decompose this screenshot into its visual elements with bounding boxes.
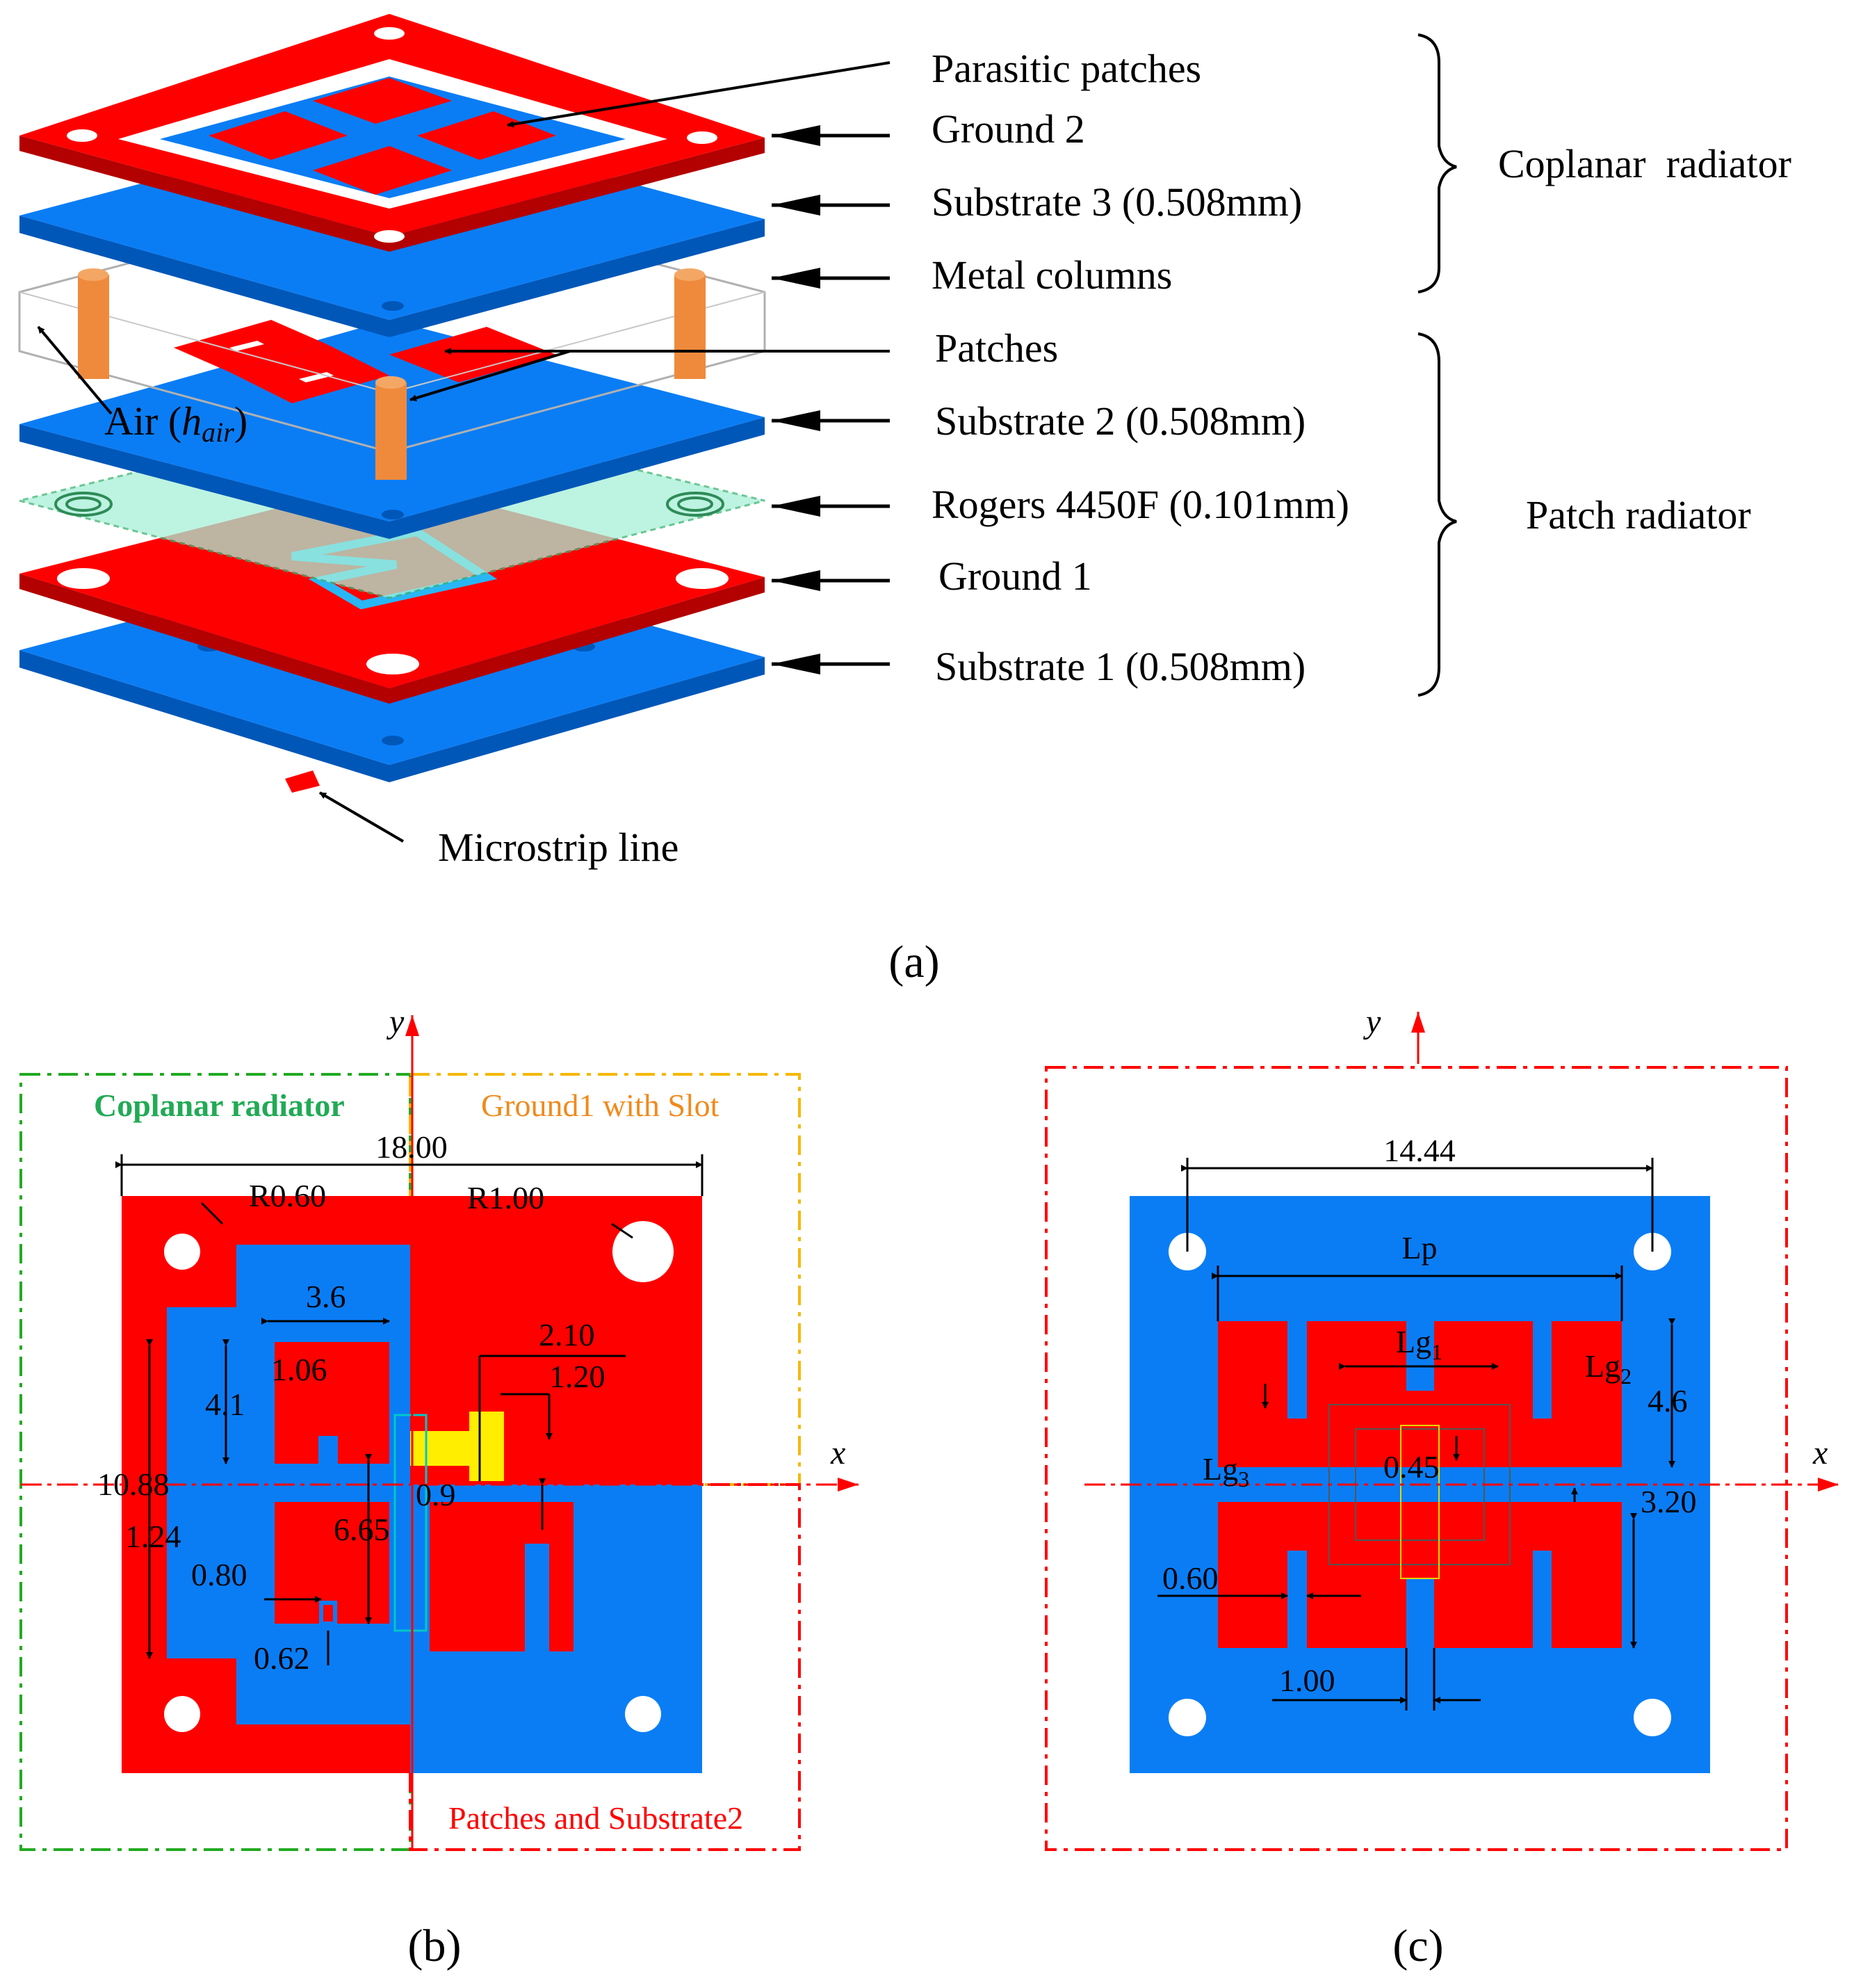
label-metal-columns: Metal columns bbox=[932, 252, 1172, 298]
label-air: Air (hair) bbox=[104, 398, 247, 448]
patch-brace bbox=[1417, 332, 1457, 697]
panel-b-layout: y x 18.00 R0.60 R1.00 3.6 1.06 4.1 10.8 bbox=[19, 1003, 859, 1971]
axis-x-label-b: x bbox=[830, 1435, 845, 1471]
dim-2-10: 2.10 bbox=[539, 1317, 595, 1352]
region-label-patches: Patches and Substrate2 bbox=[448, 1800, 743, 1836]
frame-c bbox=[1045, 1066, 1788, 1851]
microstrip-line bbox=[285, 770, 320, 793]
dim-lg2: Lg2 bbox=[1585, 1348, 1632, 1389]
dim-0-80: 0.80 bbox=[191, 1557, 247, 1592]
axis-x-label-c: x bbox=[1812, 1435, 1828, 1471]
metal-columns bbox=[78, 268, 706, 480]
group-coplanar-radiator: Coplanar radiator bbox=[1498, 141, 1791, 186]
dim-4-6: 4.6 bbox=[1648, 1383, 1688, 1419]
dim-1-00-c: 1.00 bbox=[1279, 1663, 1335, 1698]
ground-2-layer bbox=[19, 14, 765, 252]
panel-a-exploded-view: Parasitic patches Ground 2 Substrate 3 (… bbox=[18, 14, 1791, 987]
label-substrate-1: Substrate 1 (0.508mm) bbox=[935, 644, 1306, 689]
patch-lower bbox=[1218, 1502, 1622, 1648]
axis-y-label-b: y bbox=[386, 1003, 405, 1040]
frame-coplanar bbox=[19, 1073, 412, 1851]
dim-3-20: 3.20 bbox=[1641, 1484, 1697, 1519]
dim-lp: Lp bbox=[1401, 1230, 1437, 1266]
dim-0-62: 0.62 bbox=[254, 1640, 310, 1676]
caption-c: (c) bbox=[1392, 1921, 1443, 1971]
label-substrate-3: Substrate 3 (0.508mm) bbox=[932, 179, 1302, 225]
label-microstrip-line: Microstrip line bbox=[438, 825, 678, 870]
dim-18: 18.00 bbox=[375, 1129, 448, 1165]
caption-a: (a) bbox=[888, 937, 939, 987]
dim-6-65: 6.65 bbox=[334, 1512, 390, 1547]
axis-y-label-c: y bbox=[1363, 1003, 1381, 1040]
panel-c-dimensions bbox=[1157, 1158, 1675, 1711]
patches-layer bbox=[174, 320, 556, 403]
coplanar-brace bbox=[1417, 33, 1457, 293]
patch-upper bbox=[1218, 1321, 1622, 1467]
dim-0-60-c: 0.60 bbox=[1162, 1560, 1219, 1596]
group-patch-radiator: Patch radiator bbox=[1526, 492, 1751, 538]
dim-lg1: Lg1 bbox=[1396, 1324, 1442, 1364]
dim-lg3: Lg3 bbox=[1203, 1451, 1249, 1492]
dim-1-20: 1.20 bbox=[549, 1359, 605, 1394]
dim-1-06: 1.06 bbox=[271, 1352, 327, 1387]
dim-14-44: 14.44 bbox=[1383, 1133, 1456, 1168]
parasitic-patches bbox=[209, 78, 556, 195]
panel-c-layout: y x 14.44 Lp Lg1 Lg2 Lg3 4.6 0 bbox=[1045, 1003, 1839, 1971]
panel-b-dimensions bbox=[115, 1154, 704, 1665]
region-label-coplanar: Coplanar radiator bbox=[94, 1088, 345, 1123]
label-substrate-2: Substrate 2 (0.508mm) bbox=[935, 398, 1306, 444]
label-patches: Patches bbox=[935, 325, 1058, 371]
label-parasitic-patches: Parasitic patches bbox=[932, 46, 1201, 91]
dim-0-9: 0.9 bbox=[416, 1477, 456, 1512]
dim-1-24: 1.24 bbox=[125, 1519, 181, 1554]
dim-3-6: 3.6 bbox=[306, 1279, 346, 1314]
dim-0-45: 0.45 bbox=[1383, 1449, 1440, 1485]
dim-r100: R1.00 bbox=[467, 1180, 544, 1215]
label-rogers: Rogers 4450F (0.101mm) bbox=[932, 482, 1349, 527]
label-ground-2: Ground 2 bbox=[932, 106, 1085, 152]
label-ground-1: Ground 1 bbox=[938, 553, 1092, 599]
panel-a-arrows bbox=[37, 61, 891, 843]
caption-b: (b) bbox=[408, 1921, 462, 1971]
dim-r060: R0.60 bbox=[249, 1178, 326, 1213]
dim-10-88: 10.88 bbox=[97, 1466, 170, 1502]
region-label-ground1: Ground1 with Slot bbox=[481, 1088, 719, 1123]
dim-4-1: 4.1 bbox=[205, 1387, 245, 1422]
